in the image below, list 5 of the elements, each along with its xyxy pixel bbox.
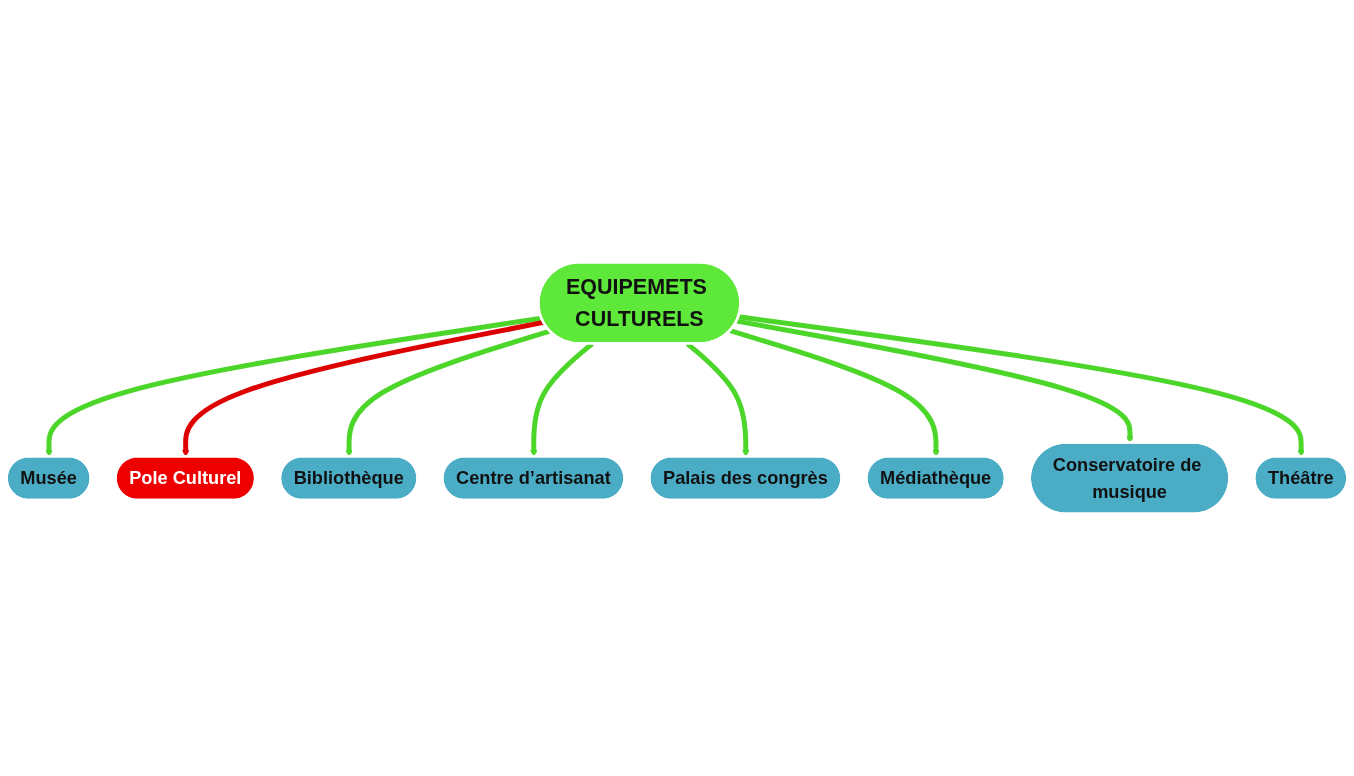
arrow <box>345 328 551 457</box>
arrow <box>45 315 542 457</box>
arrow <box>182 319 545 457</box>
arrow <box>738 314 1305 457</box>
arrow <box>729 328 940 457</box>
